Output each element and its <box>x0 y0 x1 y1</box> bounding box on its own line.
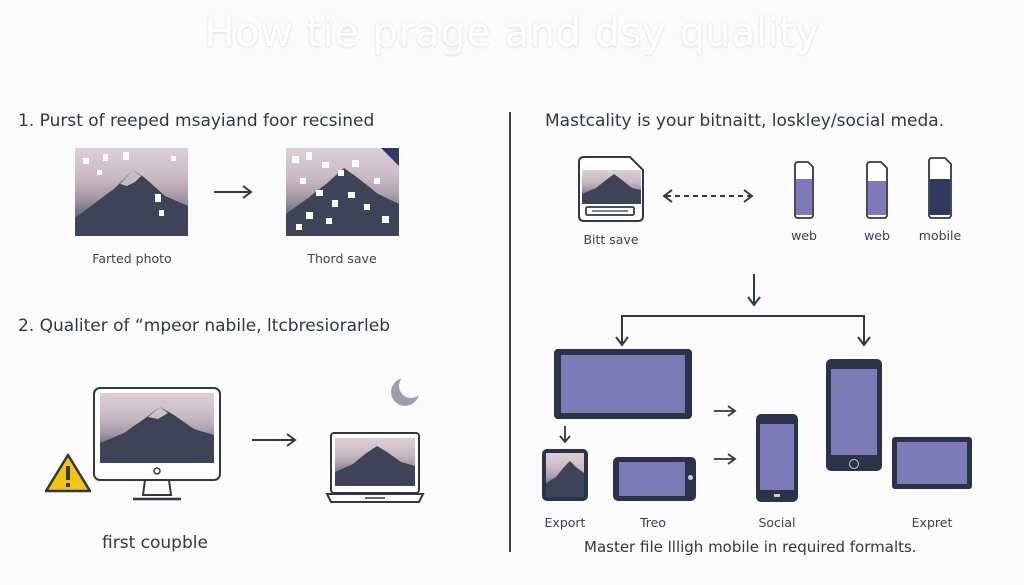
third-save-image <box>286 148 399 236</box>
expret-label: Expret <box>911 515 953 530</box>
warning-icon <box>44 453 92 493</box>
web-label-1: web <box>791 228 817 243</box>
arrow-right-icon <box>252 433 297 447</box>
arrow-right-icon <box>714 405 737 417</box>
social-phone-device <box>756 414 798 502</box>
treo-tablet-device <box>613 457 696 501</box>
treo-label: Treo <box>639 515 666 530</box>
laptop-screen-photo <box>335 438 415 486</box>
expret-display-device <box>892 437 972 489</box>
web-label-2: web <box>864 228 890 243</box>
page-title: How tie prage and dsy quality <box>204 10 820 56</box>
moon-icon <box>391 374 423 406</box>
step2-heading: 2. Qualiter of “mpeor nabile, ltcbresior… <box>18 316 391 336</box>
arrow-right-icon <box>714 453 737 465</box>
faded-photo-image <box>75 148 188 236</box>
third-save-caption: Thord save <box>307 251 377 266</box>
arrow-down-icon <box>747 274 761 307</box>
desktop-screen-photo <box>100 393 214 463</box>
mobile-phone-icon <box>928 157 952 219</box>
bitt-save-label: Bitt save <box>583 232 639 247</box>
export-device <box>542 449 588 501</box>
tall-phone-device <box>826 359 882 471</box>
tablet-landscape-device <box>554 349 692 419</box>
section-divider <box>509 112 511 552</box>
faded-photo-caption: Farted photo <box>92 251 172 266</box>
social-label: Social <box>758 515 796 530</box>
mobile-label: mobile <box>918 228 962 243</box>
right-heading: Mastcality is your bitnaitt, loskley/soc… <box>545 111 945 131</box>
arrow-down-icon <box>559 426 571 444</box>
branch-connector-icon <box>615 315 871 347</box>
arrow-right-icon <box>214 185 253 199</box>
web-phone-icon <box>866 161 888 219</box>
step1-heading: 1. Purst of reeped msayiand foor recsine… <box>18 111 375 131</box>
dashed-bidirectional-arrow-icon <box>662 189 754 203</box>
web-phone-icon <box>794 161 814 219</box>
file-preview-photo <box>582 170 641 204</box>
right-footer-text: Master file llligh mobile in required fo… <box>584 538 917 556</box>
export-label: Export <box>544 515 586 530</box>
first-couple-caption: first coupble <box>102 533 208 553</box>
